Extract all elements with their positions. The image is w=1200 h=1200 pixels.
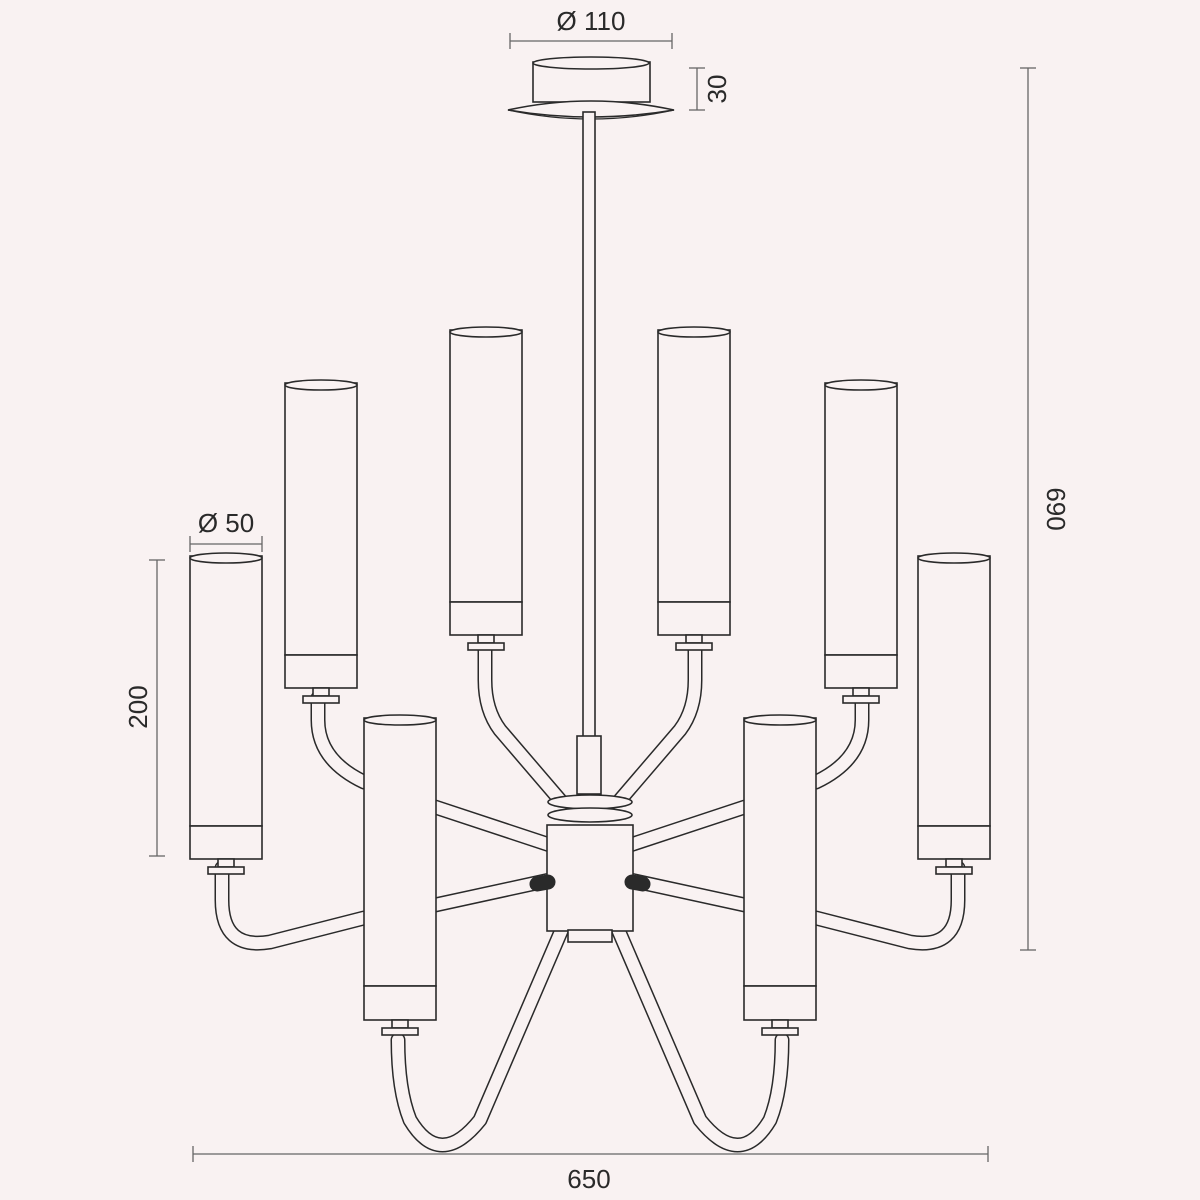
dimension-total-width: 650 <box>192 1146 989 1194</box>
canopy-diameter-label: Ø 110 <box>557 6 626 36</box>
shade-front-left <box>363 714 437 1036</box>
dimension-shade-height: 200 <box>123 559 165 857</box>
shade-outer-right <box>917 552 991 875</box>
shade-diameter-label: Ø 50 <box>198 508 254 538</box>
suspension-rod <box>576 111 602 795</box>
shade-outer-left <box>189 552 263 875</box>
shade-mid-left <box>284 379 358 704</box>
dimension-shade-diameter: Ø 50 <box>189 508 263 552</box>
shade-inner-right <box>657 326 731 651</box>
canopy-height-label: 30 <box>702 75 732 104</box>
dimension-total-height: 690 <box>1020 67 1071 951</box>
dimension-canopy-height: 30 <box>689 67 732 111</box>
total-width-label: 650 <box>567 1164 610 1194</box>
shade-inner-left <box>449 326 523 651</box>
total-height-label: 690 <box>1041 487 1071 530</box>
shade-front-right <box>743 714 817 1036</box>
shade-height-label: 200 <box>123 685 153 728</box>
dimension-canopy-diameter: Ø 110 <box>509 6 673 49</box>
shade-mid-right <box>824 379 898 704</box>
central-hub <box>529 794 651 943</box>
ceiling-canopy <box>507 56 675 120</box>
